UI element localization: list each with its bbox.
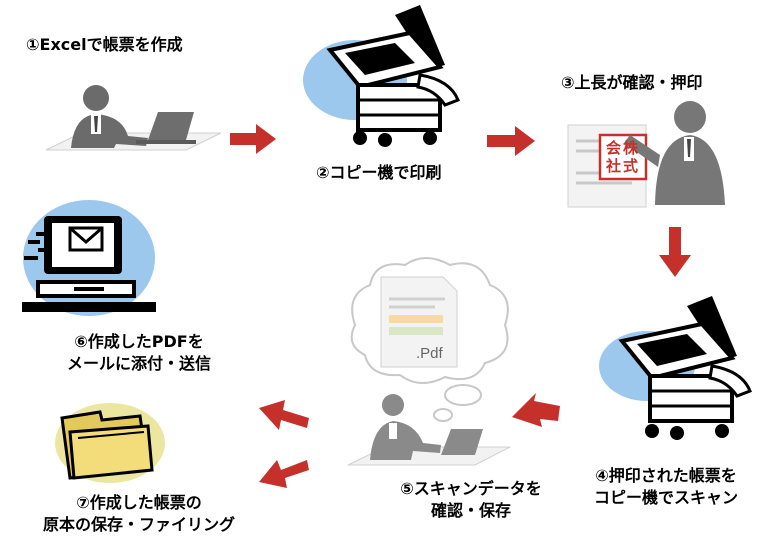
- step-7-label-line-2: 原本の保存・ファイリング: [42, 515, 235, 534]
- step-4-label: ④押印された帳票を コピー機でスキャン: [566, 465, 766, 509]
- step-4-label-line-1: ④押印された帳票を: [595, 466, 737, 485]
- step-5-label-line-1: ⑤スキャンデータを: [400, 479, 542, 498]
- step-6-label-line-2: メールに添付・送信: [66, 354, 211, 373]
- step-7-label-line-1: ⑦作成した帳票の: [76, 493, 202, 512]
- arrow-left-1: [512, 393, 560, 427]
- stamp-line-2: 社式: [605, 157, 640, 175]
- person-at-laptop-icon: [36, 78, 236, 163]
- step-5-label-line-2: 確認・保存: [430, 501, 511, 520]
- step-6-label-line-1: ⑥作成したPDFを: [74, 332, 204, 351]
- stamp-line-1: 会株: [605, 139, 640, 157]
- person-thinking-pdf-icon: [345, 255, 545, 470]
- step-3-label: ③上長が確認・押印: [561, 73, 703, 92]
- arrow-down: [659, 227, 691, 277]
- arrow-left-2: [259, 400, 309, 430]
- arrow-right-1: [230, 124, 276, 154]
- copier-icon: [300, 5, 465, 150]
- step-2-label: ②コピー機で印刷: [316, 163, 442, 182]
- pdf-text: .Pdf: [416, 345, 443, 362]
- step-6-label: ⑥作成したPDFを メールに添付・送信: [0, 331, 278, 375]
- step-7-label: ⑦作成した帳票の 原本の保存・ファイリング: [14, 492, 264, 536]
- computer-mail-icon: [14, 198, 164, 328]
- arrow-left-3: [259, 460, 309, 488]
- copier-icon-2: [592, 296, 762, 446]
- arrow-right-2: [487, 126, 535, 156]
- stamp-text: 会株 社式: [603, 139, 643, 175]
- step-4-label-line-2: コピー機でスキャン: [593, 488, 738, 507]
- folder-icon: [40, 398, 170, 488]
- stamped-document-icon: [560, 95, 730, 213]
- step-5-label: ⑤スキャンデータを 確認・保存: [376, 478, 566, 522]
- step-1-label: ①Excelで帳票を作成: [26, 35, 183, 54]
